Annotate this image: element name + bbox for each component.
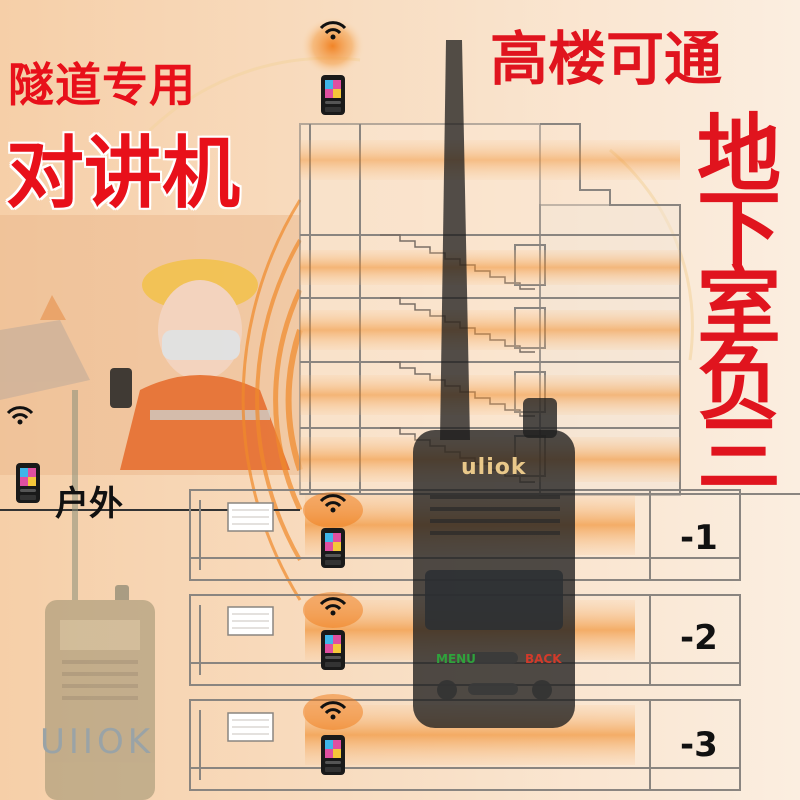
vertical-char-5: 三 <box>696 405 781 503</box>
vertical-char-3: 室 <box>696 257 781 355</box>
floor-label-b2: -2 <box>680 618 718 658</box>
floor-label-b3: -3 <box>680 725 718 765</box>
headline-walkie-talkie: 对讲机 <box>4 134 241 215</box>
back-radio-brand: UIIOK <box>40 722 154 762</box>
vertical-char-1: 地 <box>696 105 781 203</box>
vertical-char-4: 负 <box>696 333 781 431</box>
headline-walkie-talkie-text: 对讲机 <box>4 129 241 219</box>
headline-tunnel-use: 隧道专用 <box>8 58 196 112</box>
worker-figure <box>110 259 290 470</box>
radio-back-key: BACK <box>525 652 562 666</box>
headline-high-rise: 高楼可通 <box>490 25 723 93</box>
signal-b3 <box>303 694 363 775</box>
signal-b2 <box>303 592 363 670</box>
radio-brand-logo: uliok <box>461 455 527 480</box>
front-radio-image <box>413 40 575 728</box>
floor-label-b1: -1 <box>680 518 718 558</box>
radio-menu-key: MENU <box>436 652 476 666</box>
vertical-char-2: 下 <box>696 181 781 279</box>
outdoor-label: 户外 <box>55 484 123 524</box>
back-radio-image <box>45 390 155 800</box>
signal-b1 <box>303 492 363 568</box>
